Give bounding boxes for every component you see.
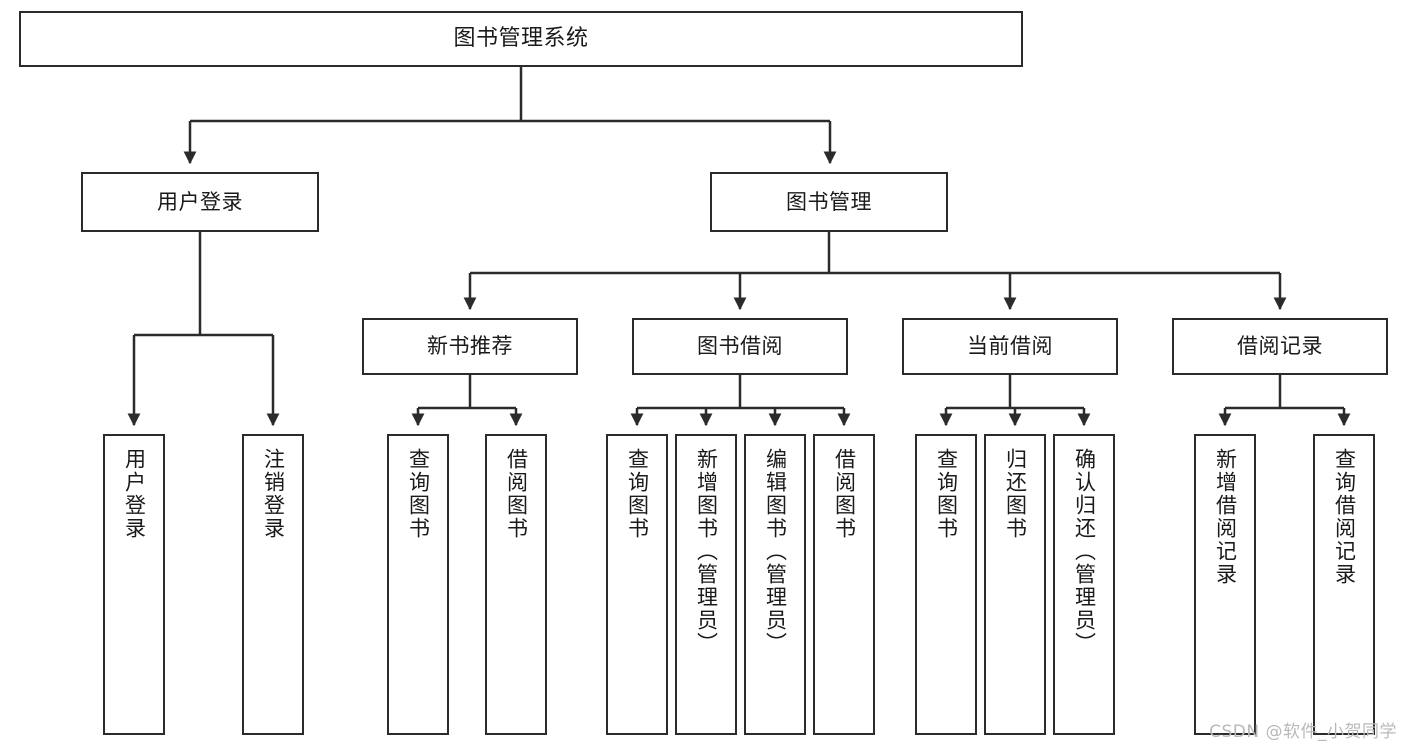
edge-borrow-to-leaves xyxy=(630,375,851,427)
node-leaf-record-add[interactable]: 新增借阅记录 xyxy=(1194,434,1256,735)
node-borrow-record[interactable]: 借阅记录 xyxy=(1172,318,1388,375)
node-leaf-logout-label: 注销登录 xyxy=(261,448,286,540)
node-book-management-label: 图书管理 xyxy=(786,189,872,214)
node-leaf-borrow-add-label: 新增图书（管理员） xyxy=(694,448,719,655)
node-leaf-newbook-query[interactable]: 查询图书 xyxy=(387,434,449,735)
node-leaf-newbook-query-label: 查询图书 xyxy=(406,448,431,540)
edge-root-to-level1 xyxy=(183,67,837,165)
node-leaf-logout[interactable]: 注销登录 xyxy=(242,434,304,735)
node-current-borrow[interactable]: 当前借阅 xyxy=(902,318,1118,375)
node-current-borrow-label: 当前借阅 xyxy=(967,334,1053,359)
node-root[interactable]: 图书管理系统 xyxy=(19,11,1023,67)
node-user-login[interactable]: 用户登录 xyxy=(81,172,319,232)
node-book-borrow-label: 图书借阅 xyxy=(697,334,783,359)
edge-login-to-leaves xyxy=(127,232,280,427)
node-leaf-borrow-book-label: 借阅图书 xyxy=(832,448,857,540)
node-new-book-recommend[interactable]: 新书推荐 xyxy=(362,318,578,375)
edge-newbook-to-leaves xyxy=(411,375,523,427)
node-new-book-recommend-label: 新书推荐 xyxy=(427,334,513,359)
node-leaf-borrow-add[interactable]: 新增图书（管理员） xyxy=(675,434,737,735)
node-user-login-label: 用户登录 xyxy=(157,189,243,214)
node-leaf-current-return[interactable]: 归还图书 xyxy=(984,434,1046,735)
node-leaf-user-login[interactable]: 用户登录 xyxy=(103,434,165,735)
edge-record-to-leaves xyxy=(1218,375,1351,427)
edge-bookmgmt-to-level2 xyxy=(463,232,1287,311)
node-book-borrow[interactable]: 图书借阅 xyxy=(632,318,848,375)
node-leaf-record-query[interactable]: 查询借阅记录 xyxy=(1313,434,1375,735)
node-leaf-current-confirm-return-label: 确认归还（管理员） xyxy=(1072,448,1097,655)
node-leaf-user-login-label: 用户登录 xyxy=(122,448,147,540)
edge-current-to-leaves xyxy=(939,375,1091,427)
node-root-label: 图书管理系统 xyxy=(453,26,589,52)
node-leaf-borrow-query[interactable]: 查询图书 xyxy=(606,434,668,735)
node-leaf-borrow-book[interactable]: 借阅图书 xyxy=(813,434,875,735)
node-leaf-current-return-label: 归还图书 xyxy=(1003,448,1028,540)
node-leaf-borrow-edit[interactable]: 编辑图书（管理员） xyxy=(744,434,806,735)
node-leaf-record-query-label: 查询借阅记录 xyxy=(1332,448,1357,586)
node-leaf-borrow-query-label: 查询图书 xyxy=(625,448,650,540)
node-leaf-newbook-borrow-label: 借阅图书 xyxy=(504,448,529,540)
node-book-management[interactable]: 图书管理 xyxy=(710,172,948,232)
node-leaf-borrow-edit-label: 编辑图书（管理员） xyxy=(763,448,788,655)
node-leaf-record-add-label: 新增借阅记录 xyxy=(1213,448,1238,586)
node-leaf-newbook-borrow[interactable]: 借阅图书 xyxy=(485,434,547,735)
node-leaf-current-confirm-return[interactable]: 确认归还（管理员） xyxy=(1053,434,1115,735)
node-borrow-record-label: 借阅记录 xyxy=(1237,334,1323,359)
node-leaf-current-query-label: 查询图书 xyxy=(934,448,959,540)
node-leaf-current-query[interactable]: 查询图书 xyxy=(915,434,977,735)
